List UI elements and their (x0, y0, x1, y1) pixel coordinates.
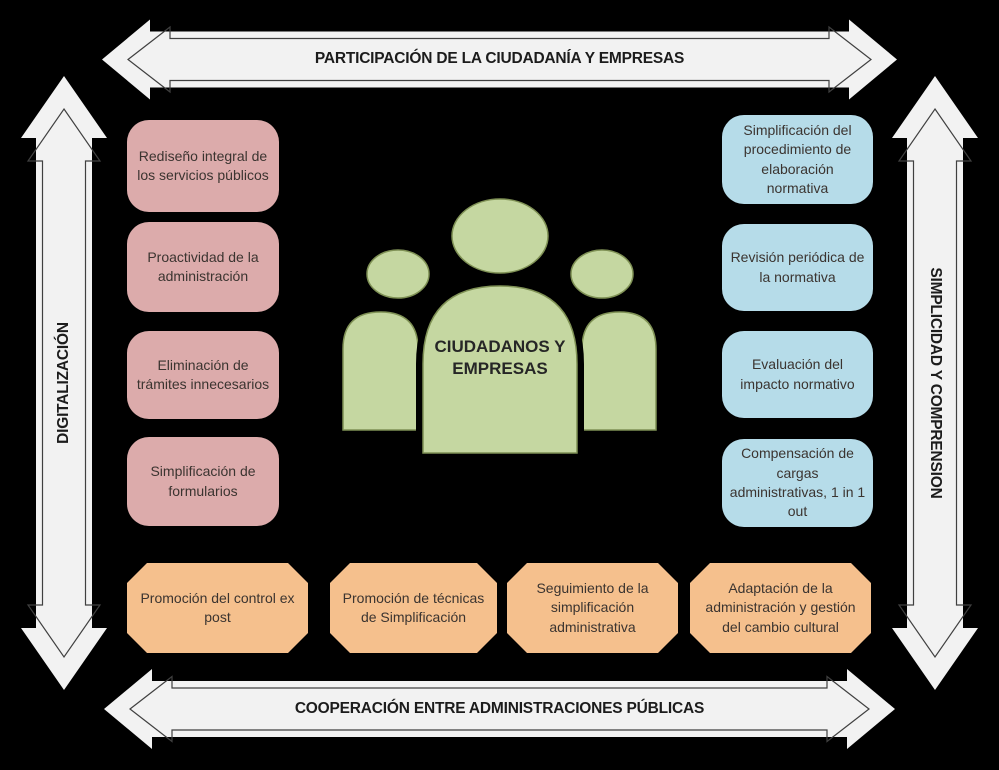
center-figure-label: CIUDADANOS Y EMPRESAS (434, 337, 566, 379)
arrow-label-digitalizacion: DIGITALIZACIÓN (55, 322, 72, 444)
box-seguimiento-simplificacion: Seguimiento de la simplificación adminis… (507, 563, 678, 653)
people-group-icon (342, 193, 657, 460)
box-adaptacion-administracion: Adaptación de la administración y gestió… (690, 563, 871, 653)
box-promocion-control: Promoción del control ex post (127, 563, 308, 653)
box-compensacion-cargas: Compensación de cargas administrativas, … (722, 439, 873, 527)
box-simplificacion-procedimiento: Simplificación del procedimiento de elab… (722, 115, 873, 204)
box-proactividad-administracion: Proactividad de la administración (127, 222, 279, 312)
double-arrow-right-icon (892, 76, 978, 690)
box-revision-periodica: Revisión periódica de la normativa (722, 224, 873, 311)
box-evaluacion-impacto: Evaluación del impacto normativo (722, 331, 873, 418)
box-promocion-tecnicas: Promoción de técnicas de Simplificación (330, 563, 497, 653)
arrow-label-simplicidad: SIMPLICIDAD Y COMPRENSION (927, 267, 944, 499)
double-arrow-left-icon (21, 76, 107, 690)
double-arrow-top-icon (102, 19, 897, 100)
box-simplificacion-formularios: Simplificación de formularios (127, 437, 279, 526)
box-eliminacion-tramites: Eliminación de trámites innecesarios (127, 331, 279, 419)
arrow-label-participacion: PARTICIPACIÓN DE LA CIUDADANÍA Y EMPRESA… (314, 50, 685, 67)
double-arrow-bottom-icon (104, 669, 895, 749)
box-rediseno-servicios: Rediseño integral de los servicios públi… (127, 120, 279, 212)
arrow-label-cooperacion: COOPERACIÓN ENTRE ADMINISTRACIONES PÚBLI… (294, 700, 705, 717)
